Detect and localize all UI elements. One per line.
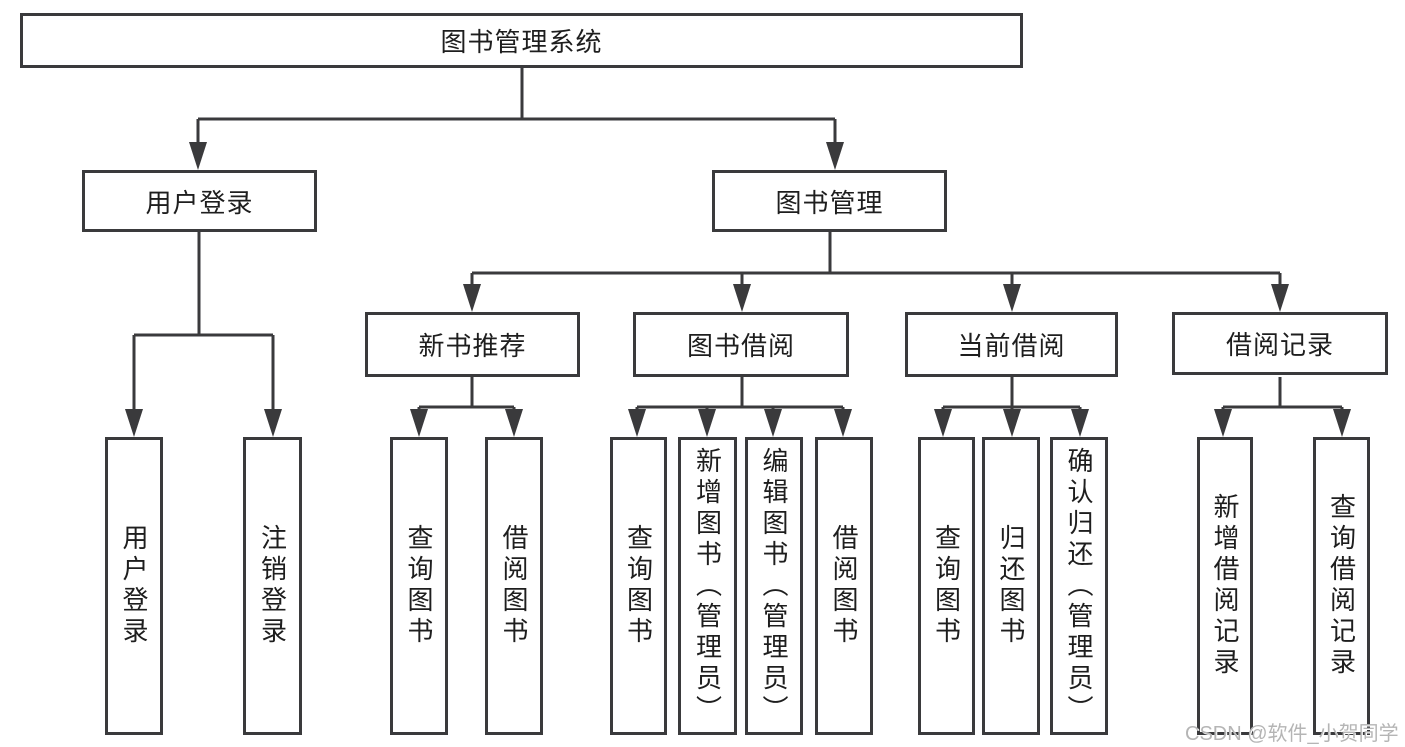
leaf-label: 借阅图书 [829,524,859,648]
leaf-label: 新增借阅记录 [1210,493,1240,679]
node-borrow-records: 借阅记录 [1172,312,1388,375]
leaf-label: 确认归还（管理员） [1064,446,1094,726]
csdn-watermark: CSDN @软件_小贺同学 [1185,723,1399,745]
leaf-edit-books-admin: 编辑图书（管理员） [745,437,803,735]
leaf-add-borrow-record: 新增借阅记录 [1197,437,1253,735]
node-label: 用户登录 [145,187,254,218]
node-label: 新书推荐 [418,331,527,361]
leaf-label: 归还图书 [996,524,1026,648]
leaf-borrow-books-1: 借阅图书 [485,437,543,735]
leaf-user-login: 用户登录 [105,437,163,735]
leaf-query-books-3: 查询图书 [918,437,975,735]
leaf-label: 编辑图书（管理员） [759,446,789,726]
leaf-add-books-admin: 新增图书（管理员） [678,437,737,735]
node-label: 借阅记录 [1225,330,1334,360]
leaf-confirm-return-admin: 确认归还（管理员） [1050,437,1108,735]
node-book-borrow: 图书借阅 [633,312,849,377]
leaf-return-books: 归还图书 [982,437,1040,735]
leaf-label: 用户登录 [119,524,149,648]
arrowhead-icons [125,142,1351,437]
leaf-label: 查询图书 [404,524,434,648]
node-user-login: 用户登录 [82,170,317,232]
node-label: 当前借阅 [957,331,1066,361]
leaf-label: 查询图书 [931,524,962,648]
leaf-query-books-1: 查询图书 [390,437,448,735]
leaf-logout: 注销登录 [243,437,302,735]
node-root-system: 图书管理系统 [20,13,1023,68]
leaf-query-borrow-record: 查询借阅记录 [1313,437,1370,735]
leaf-label: 查询借阅记录 [1326,493,1357,679]
node-label: 图书借阅 [686,331,795,361]
node-current-borrow: 当前借阅 [905,312,1118,377]
leaf-borrow-books-2: 借阅图书 [815,437,873,735]
leaf-label: 新增图书（管理员） [692,446,723,726]
leaf-label: 查询图书 [623,524,654,648]
node-label: 图书管理 [775,187,884,218]
leaf-label: 借阅图书 [499,524,529,648]
leaf-query-books-2: 查询图书 [610,437,667,735]
node-label: 图书管理系统 [440,27,603,57]
leaf-label: 注销登录 [257,524,288,648]
node-new-book-recommend: 新书推荐 [365,312,580,377]
node-book-management: 图书管理 [712,170,947,232]
